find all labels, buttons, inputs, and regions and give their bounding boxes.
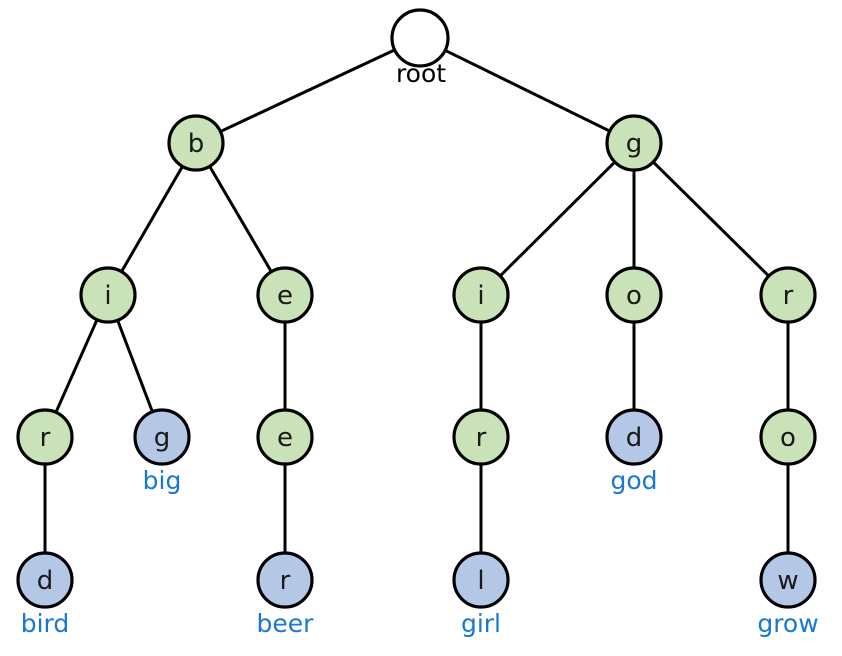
trie-node-letter-b: b xyxy=(188,129,205,159)
word-label-grow: grow xyxy=(757,609,818,638)
trie-node-letter-grow: w xyxy=(777,566,798,596)
trie-node-letter-bi: i xyxy=(104,281,111,311)
trie-node-gro[interactable] xyxy=(759,408,817,466)
trie-node-g[interactable] xyxy=(605,114,663,172)
word-label-big: big xyxy=(143,466,182,495)
trie-node-root[interactable] xyxy=(390,8,450,68)
trie-node-letter-gro: o xyxy=(780,423,796,453)
trie-node-letter-go: o xyxy=(626,281,642,311)
trie-node-god[interactable] xyxy=(605,408,663,466)
word-label-god: god xyxy=(610,466,657,495)
tree-edge xyxy=(497,159,618,279)
trie-node-letter-gir: r xyxy=(476,423,487,453)
trie-node-bir[interactable] xyxy=(16,408,74,466)
tree-edge xyxy=(119,163,185,275)
trie-node-bird[interactable] xyxy=(16,551,74,609)
trie-node-letter-bee: e xyxy=(277,423,293,453)
trie-node-beer[interactable] xyxy=(256,551,314,609)
trie-node-letter-bir: r xyxy=(40,423,51,453)
tree-edge xyxy=(53,316,100,416)
trie-node-letter-girl: l xyxy=(477,566,484,596)
tree-edge xyxy=(115,317,155,415)
word-label-girl: girl xyxy=(461,609,501,638)
word-label-beer: beer xyxy=(257,609,315,638)
tree-edge xyxy=(650,159,772,279)
trie-node-gir[interactable] xyxy=(452,408,510,466)
nodes-layer: b g i e i o r r g e r d o d r l w xyxy=(16,8,817,609)
trie-node-letter-g: g xyxy=(626,129,643,159)
root-label: root xyxy=(396,59,446,88)
trie-node-letter-beer: r xyxy=(280,566,291,596)
trie-node-girl[interactable] xyxy=(452,551,510,609)
trie-node-bi[interactable] xyxy=(79,266,137,324)
word-label-bird: bird xyxy=(21,609,70,638)
trie-node-bee[interactable] xyxy=(256,408,314,466)
edges-layer xyxy=(43,47,790,556)
trie-node-be[interactable] xyxy=(256,266,314,324)
trie-node-letter-be: e xyxy=(277,281,293,311)
trie-node-letter-gr: r xyxy=(783,281,794,311)
trie-node-grow[interactable] xyxy=(759,551,817,609)
trie-node-letter-gi: i xyxy=(477,281,484,311)
trie-node-gr[interactable] xyxy=(759,266,817,324)
trie-node-gi[interactable] xyxy=(452,266,510,324)
trie-node-letter-bird: d xyxy=(37,566,54,596)
trie-node-big[interactable] xyxy=(133,408,191,466)
tree-edge xyxy=(207,163,274,275)
tree-edge xyxy=(217,47,398,134)
trie-node-letter-big: g xyxy=(154,423,171,453)
tree-edge xyxy=(442,48,613,134)
trie-node-letter-god: d xyxy=(626,423,643,453)
trie-node-go[interactable] xyxy=(605,266,663,324)
trie-node-b[interactable] xyxy=(167,114,225,172)
